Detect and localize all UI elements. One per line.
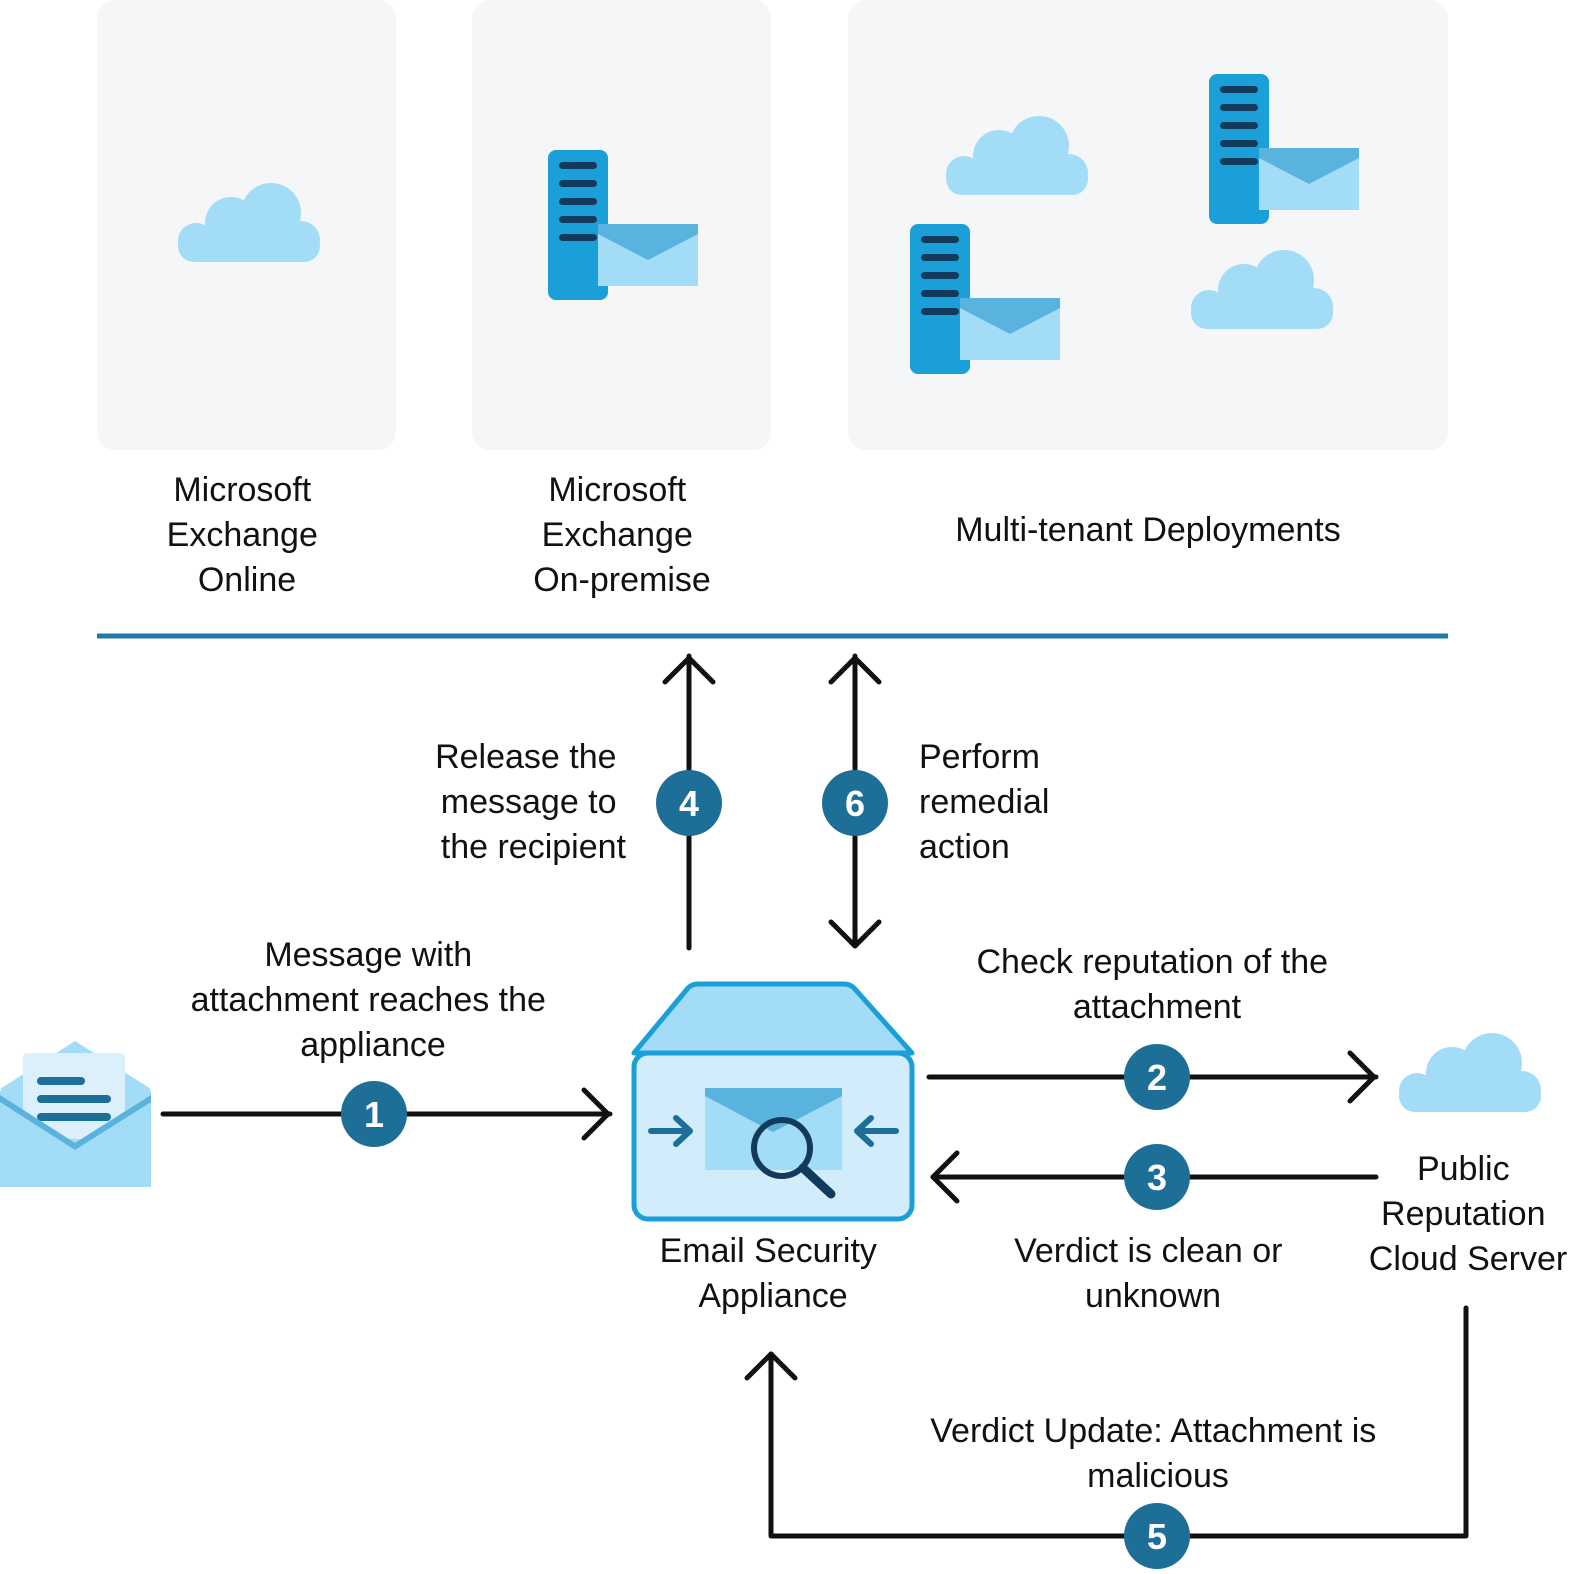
- step-2-number: 2: [1147, 1057, 1167, 1098]
- step-2-badge: 2: [1124, 1044, 1190, 1110]
- cloud-server-label: Public Reputation Cloud Server: [1369, 1150, 1567, 1278]
- step-6-badge: 6: [822, 770, 888, 836]
- step-2-label: Check reputation of the attachment: [976, 943, 1337, 1026]
- step-5-label: Verdict Update: Attachment is malicious: [930, 1412, 1385, 1495]
- cloud-icon: [1399, 1033, 1541, 1112]
- step-5-badge: 5: [1124, 1503, 1190, 1569]
- step-4-label: Release the message to the recipient: [435, 738, 626, 866]
- step-1-label: Message with attachment reaches the appl…: [191, 936, 556, 1064]
- step-3-label: Verdict is clean or unknown: [1014, 1232, 1292, 1315]
- step-3-number: 3: [1147, 1157, 1167, 1198]
- panel-label-exchange-online: Microsoft Exchange Online: [167, 471, 328, 599]
- email-security-appliance-icon: [631, 981, 915, 1222]
- arrow-step-5: [744, 1305, 1469, 1539]
- step-4-badge: 4: [656, 770, 722, 836]
- step-3-badge: 3: [1124, 1144, 1190, 1210]
- open-envelope-icon: [0, 1041, 151, 1187]
- panel-label-exchange-onpremise: Microsoft Exchange On-premise: [533, 471, 711, 599]
- step-6-number: 6: [845, 783, 865, 824]
- step-6-label: Perform remedial action: [919, 738, 1059, 866]
- step-1-number: 1: [364, 1094, 384, 1135]
- appliance-label: Email Security Appliance: [660, 1232, 887, 1315]
- step-5-number: 5: [1147, 1516, 1167, 1557]
- step-4-number: 4: [679, 783, 699, 824]
- panel-label-multi-tenant: Multi-tenant Deployments: [955, 511, 1341, 549]
- step-1-badge: 1: [341, 1081, 407, 1147]
